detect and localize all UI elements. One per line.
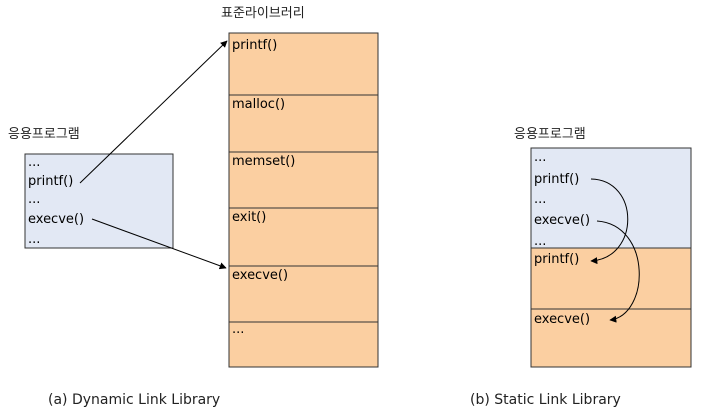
dynamic-app-line: ...: [28, 155, 41, 170]
static-app-box: [530, 147, 692, 249]
library-item: exit(): [232, 210, 267, 225]
library-item: printf(): [232, 38, 278, 53]
library-item: execve(): [232, 268, 289, 283]
library-item: malloc(): [232, 97, 286, 112]
dynamic-library-box: [228, 32, 379, 368]
dynamic-app-title: 응용프로그램: [8, 127, 80, 142]
static-app-line: execve(): [534, 213, 591, 228]
static-app-line: ...: [534, 150, 547, 165]
library-title: 표준라이브러리: [221, 6, 305, 21]
static-caption: (b) Static Link Library: [470, 392, 621, 408]
dynamic-app-line: ...: [28, 192, 41, 207]
dynamic-app-line: printf(): [28, 174, 74, 189]
dynamic-app-box: [24, 153, 174, 249]
static-app-line: ...: [534, 192, 547, 207]
static-lib-box: [530, 247, 692, 368]
static-app-line: ...: [534, 234, 547, 249]
library-item: ...: [232, 322, 245, 337]
static-app-title: 응용프로그램: [514, 127, 586, 142]
static-execve-curve: [596, 220, 640, 323]
static-app-line: printf(): [534, 172, 580, 187]
static-lib-line: printf(): [534, 252, 580, 267]
library-item: memset(): [232, 154, 296, 169]
dynamic-caption: (a) Dynamic Link Library: [48, 392, 221, 408]
dynamic-app-line: execve(): [28, 212, 85, 227]
printf-link-arrow: [79, 40, 228, 184]
execve-link-arrow: [91, 218, 227, 270]
dynamic-app-line: ...: [28, 232, 41, 247]
static-lib-line: execve(): [534, 312, 591, 327]
static-printf-curve: [590, 178, 629, 265]
